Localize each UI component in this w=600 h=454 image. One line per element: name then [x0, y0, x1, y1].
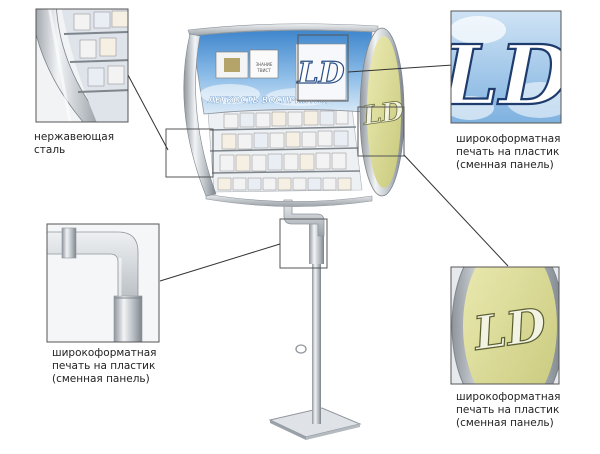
box-label-2: ТВИСТ	[256, 68, 271, 73]
detail-inset-steel	[35, 8, 129, 123]
banner-text: ЛЕГКОСТЬ ВОСПРИЯТИЯ	[207, 96, 329, 106]
hook-ring	[295, 344, 307, 354]
highlight-box-side-panel	[357, 106, 405, 157]
elbow-arm	[283, 199, 325, 237]
detail-inset-side-panel: LD	[450, 266, 560, 385]
left-side-frame	[183, 33, 217, 197]
base-plate-edge	[270, 420, 306, 440]
product-box-right	[249, 49, 279, 79]
pack-row-4	[217, 177, 352, 191]
pack-row-3	[219, 152, 347, 172]
logo-badge	[295, 43, 347, 101]
side-panel-logo: LD	[360, 96, 406, 132]
caption-logo-panel-bottom: широкоформатная печать на пластик (сменн…	[456, 391, 561, 429]
cigarette-display-stand: ЗНАНИЕ ТВИСТ ЛЕГКОСТЬ ВОСПРИЯТИЯ LD LD	[183, 23, 407, 440]
detail-inset-logo-badge: LD	[440, 10, 571, 124]
right-side-panel: LD	[359, 27, 407, 197]
base-plate-side	[306, 424, 360, 440]
shelves	[207, 107, 363, 193]
leader-line-logo-badge	[347, 64, 454, 73]
detail-inset-elbow	[46, 223, 160, 343]
box-label-1: ЗНАНИЕ	[256, 62, 273, 67]
highlight-box-logo-badge	[297, 34, 349, 102]
main-pole	[312, 236, 321, 424]
pack-row-1	[223, 109, 349, 129]
caption-stand-panel: широкоформатная печать на пластик (сменн…	[52, 347, 157, 385]
caption-stainless-steel: нержавеющая сталь	[34, 131, 115, 156]
pack-row-2	[221, 130, 349, 150]
logo-badge-text: LD	[296, 56, 344, 91]
bottom-rail	[205, 193, 373, 207]
inset-logo-text: LD	[440, 28, 571, 124]
highlight-box-steel	[165, 128, 214, 178]
leader-line-side-panel	[403, 154, 509, 267]
highlight-box-elbow	[279, 218, 328, 269]
caption-logo-panel-top: широкоформатная печать на пластик (сменн…	[456, 133, 561, 171]
leader-line-steel	[127, 74, 169, 151]
inset-side-panel-logo: LD	[468, 297, 549, 361]
header-panel: ЗНАНИЕ ТВИСТ ЛЕГКОСТЬ ВОСПРИЯТИЯ LD	[191, 29, 373, 115]
leader-line-elbow	[159, 243, 281, 282]
leader-lines	[127, 64, 509, 282]
